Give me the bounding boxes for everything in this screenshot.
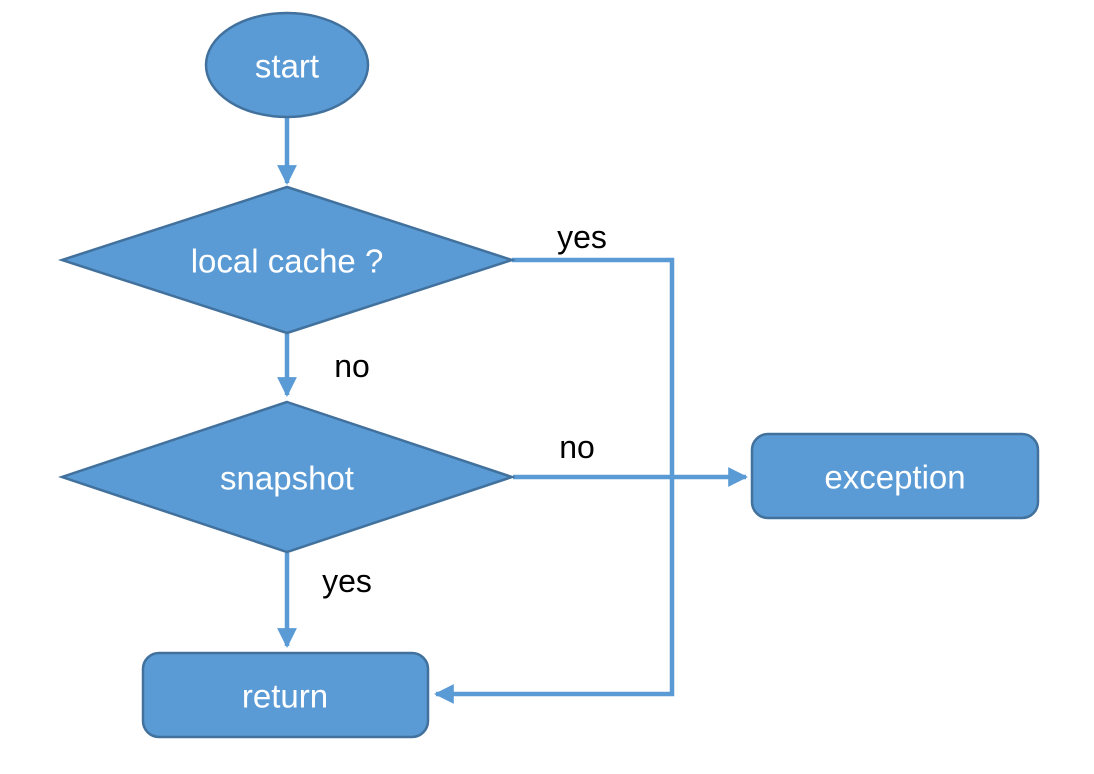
snapshot-node-label: snapshot — [220, 460, 354, 497]
exception-node-label: exception — [824, 459, 965, 496]
local-cache-diamond-shape — [57, 185, 517, 335]
return-process-node: return — [141, 651, 430, 739]
local-cache-decision-node: local cache ? — [57, 185, 517, 335]
exception-rect-shape — [750, 432, 1040, 520]
local-cache-node-label: local cache ? — [191, 243, 384, 280]
start-node-label: start — [255, 48, 319, 85]
snapshot-decision-node: snapshot — [58, 400, 516, 554]
return-rect-shape — [141, 651, 430, 739]
edge-label-yes-snapshot: yes — [322, 563, 372, 599]
start-ellipse-shape — [204, 11, 370, 119]
edge-label-no-snapshot: no — [559, 429, 595, 465]
snapshot-diamond-shape — [58, 400, 516, 554]
exception-process-node: exception — [750, 432, 1040, 520]
edge-label-no-local-cache: no — [334, 348, 370, 384]
start-node: start — [204, 11, 370, 119]
edge-label-yes-local-cache: yes — [557, 219, 607, 255]
return-node-label: return — [242, 678, 328, 715]
